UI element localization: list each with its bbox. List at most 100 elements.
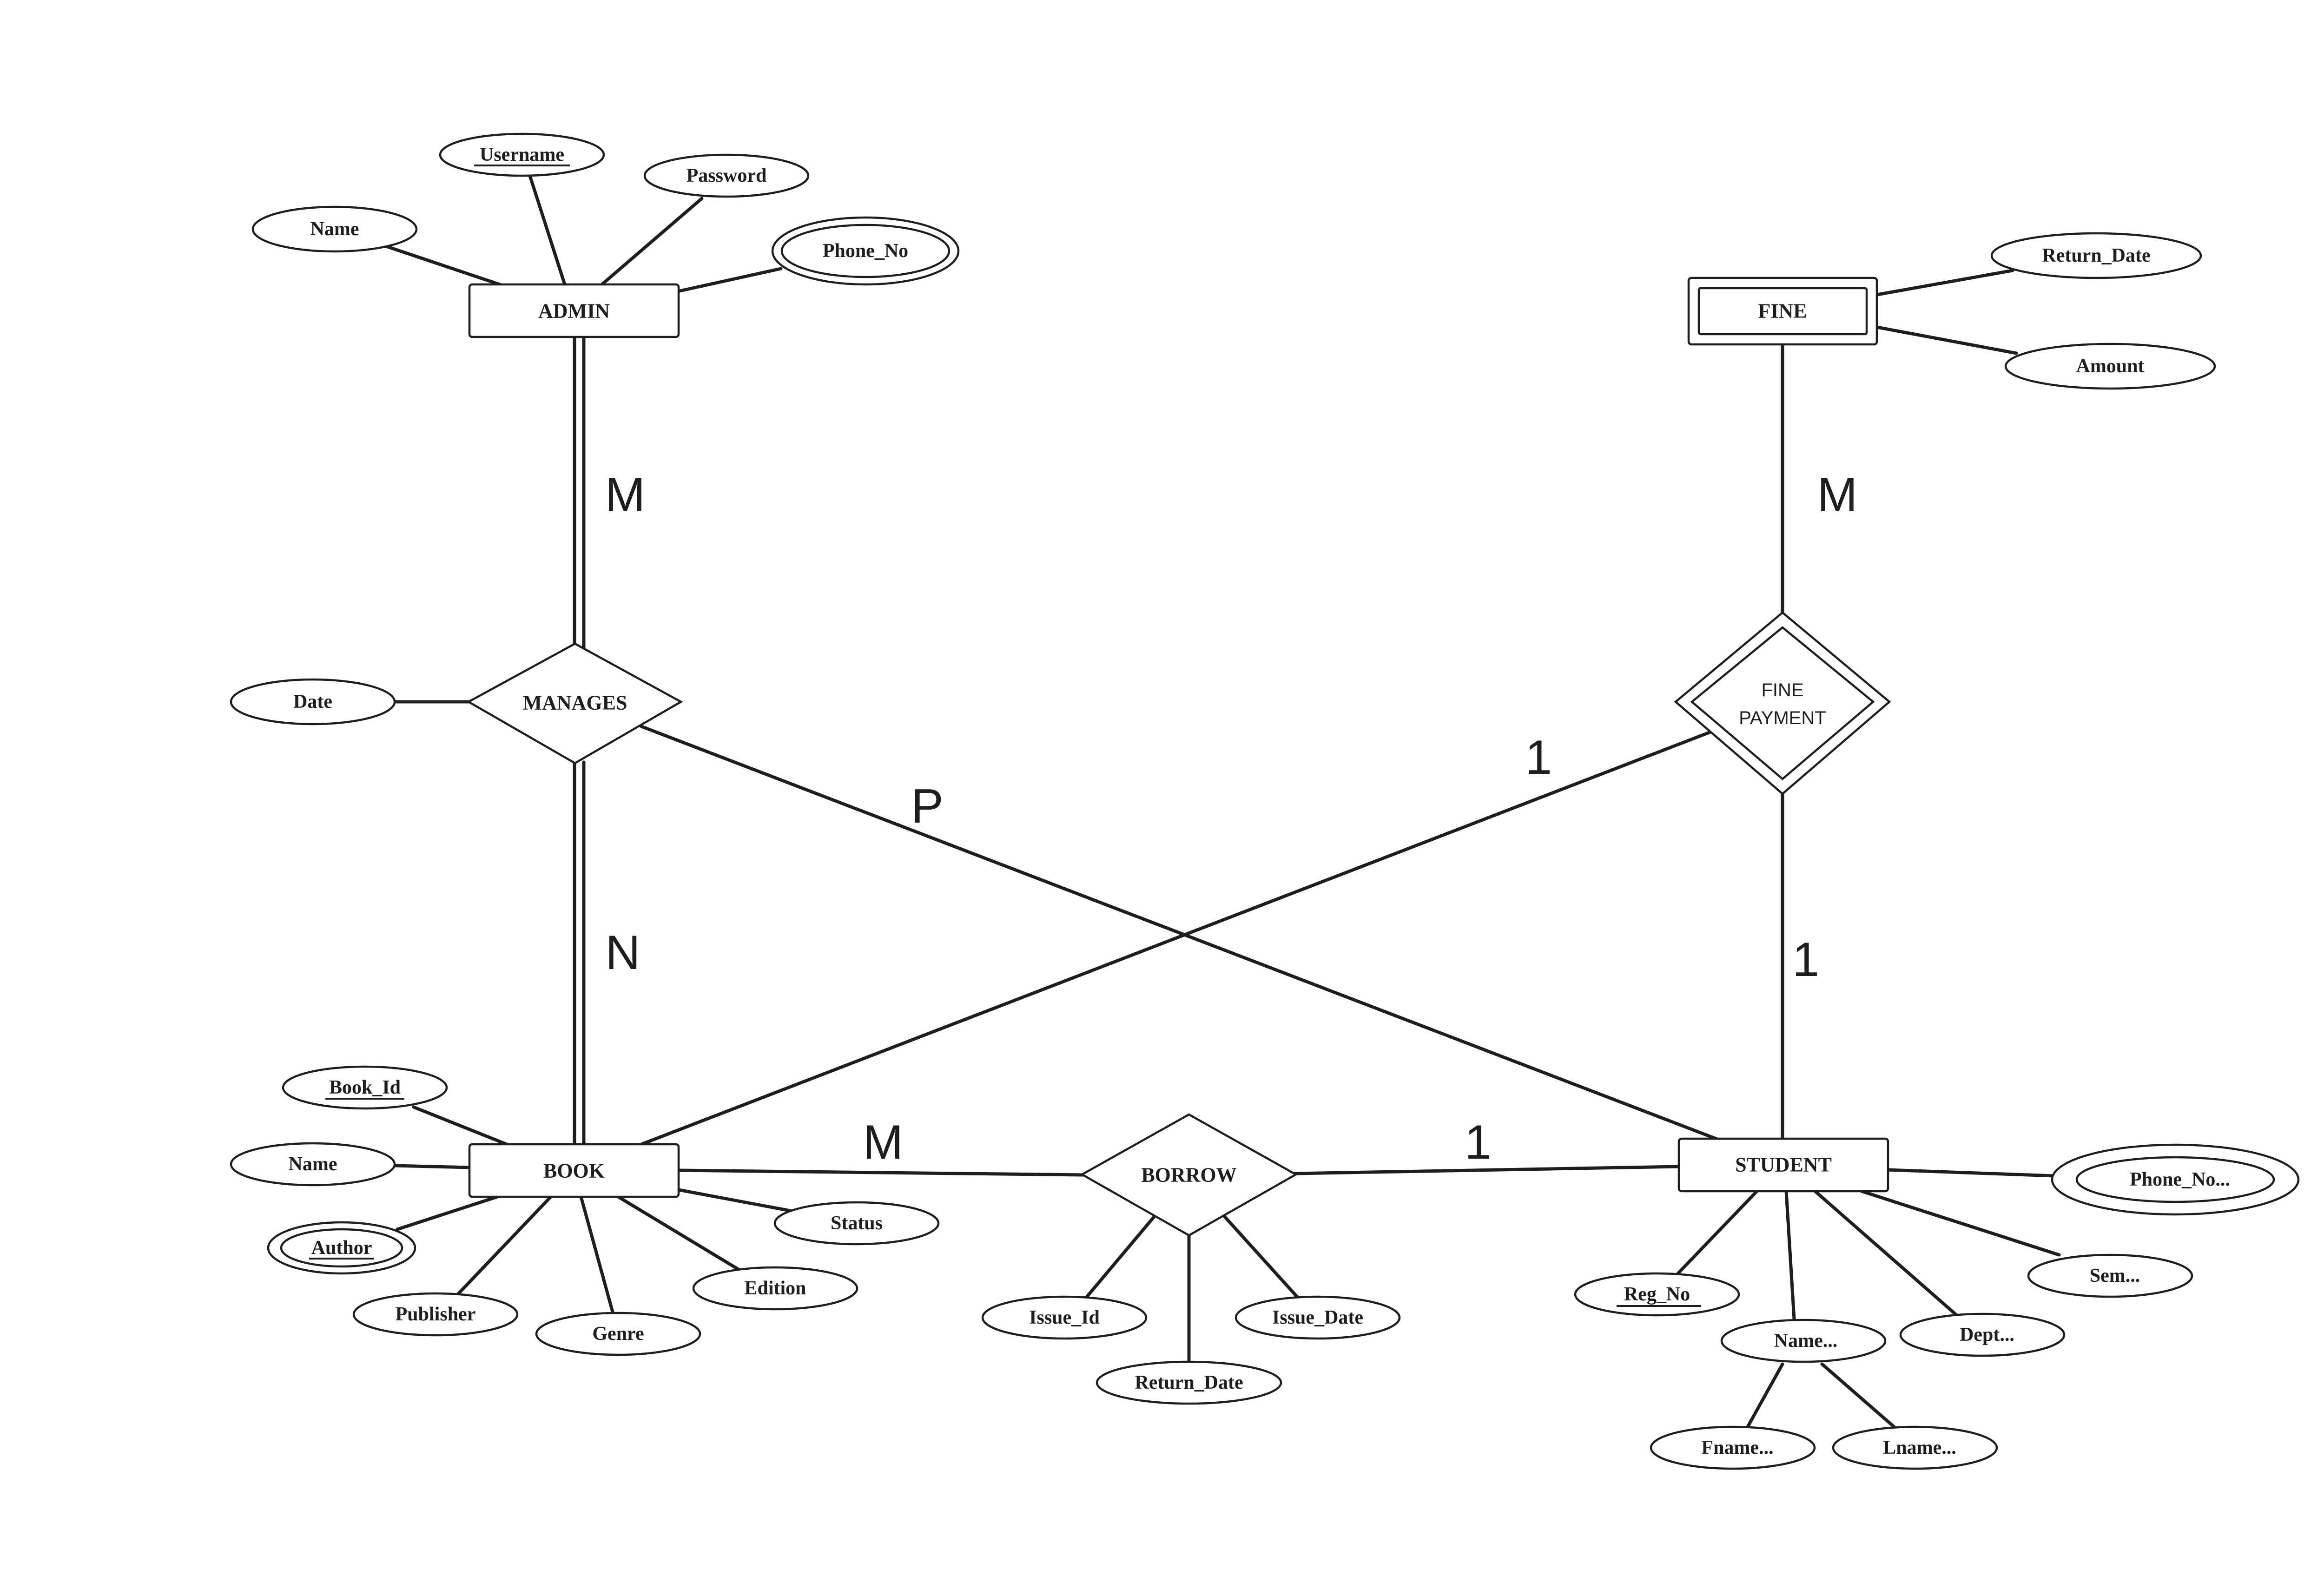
connector-name-fname <box>1746 1362 1784 1429</box>
attribute-manages-date-label: Date <box>293 691 332 712</box>
attribute-book-name[interactable]: Name <box>230 1142 396 1187</box>
cardinality-labels: M N P M 1 1 M 1 <box>605 468 1858 1169</box>
relationship-borrow-label: BORROW <box>1141 1164 1236 1187</box>
attribute-book-publisher[interactable]: Publisher <box>352 1292 519 1337</box>
connector-admin-username <box>528 174 567 286</box>
entity-student[interactable]: STUDENT <box>1677 1137 1889 1193</box>
connector-student-sem <box>1860 1189 2061 1257</box>
connector-finepayment-book <box>640 730 1712 1146</box>
entity-book[interactable]: BOOK <box>468 1143 680 1198</box>
attribute-student-phone-multivalued[interactable]: Phone_No... <box>2051 1143 2300 1216</box>
connector-book-id <box>412 1105 508 1146</box>
connector-admin-name <box>382 244 502 286</box>
attribute-book-status[interactable]: Status <box>773 1201 940 1246</box>
connector-fine-amount <box>1873 325 2018 355</box>
attribute-student-reg-no[interactable]: Reg_No <box>1574 1272 1740 1317</box>
connector-borrow-student <box>1293 1165 1680 1175</box>
cardinality-book-borrow: M <box>863 1115 904 1169</box>
attribute-fine-return-date-label: Return_Date <box>2042 245 2150 266</box>
connector-borrow-issue-date <box>1223 1215 1301 1301</box>
attribute-student-name-label: Name... <box>1774 1330 1837 1352</box>
attribute-fine-return-date[interactable]: Return_Date <box>1990 232 2202 279</box>
attribute-student-reg-no-label: Reg_No <box>1624 1284 1690 1305</box>
attribute-student-phone-label: Phone_No... <box>2130 1169 2230 1190</box>
connector-book-status <box>677 1188 792 1213</box>
attribute-borrow-issue-id-label: Issue_Id <box>1029 1307 1100 1328</box>
relationship-manages-label: MANAGES <box>523 692 627 714</box>
connector-book-publisher <box>454 1195 553 1299</box>
connector-borrow-issue-id <box>1081 1215 1156 1303</box>
attribute-student-sem-label: Sem... <box>2090 1265 2140 1286</box>
attribute-admin-username-label: Username <box>480 144 564 165</box>
connector-admin-phone <box>676 267 783 293</box>
attribute-fine-amount-label: Amount <box>2076 356 2144 377</box>
cardinality-student-finepayment: 1 <box>1792 933 1819 987</box>
entity-admin[interactable]: ADMIN <box>468 283 680 338</box>
attribute-student-sem[interactable]: Sem... <box>2027 1253 2193 1298</box>
attribute-student-fname-label: Fname... <box>1701 1437 1773 1458</box>
attribute-student-lname[interactable]: Lname... <box>1832 1425 1998 1470</box>
connector-name-lname <box>1820 1362 1896 1429</box>
attribute-admin-phone-multivalued[interactable]: Phone_No <box>771 216 960 286</box>
entity-fine-label: FINE <box>1758 300 1807 323</box>
attribute-admin-name-label: Name <box>310 218 359 240</box>
relationship-manages[interactable]: MANAGES <box>466 642 683 765</box>
attribute-admin-username[interactable]: Username <box>439 132 605 177</box>
entity-admin-label: ADMIN <box>538 300 610 323</box>
attribute-admin-password-label: Password <box>687 165 767 186</box>
attribute-book-id[interactable]: Book_Id <box>282 1065 448 1110</box>
connector-book-genre <box>579 1195 615 1317</box>
attribute-student-dept-label: Dept... <box>1960 1324 2014 1345</box>
connector-student-dept <box>1813 1189 1959 1317</box>
attribute-borrow-issue-id[interactable]: Issue_Id <box>981 1295 1148 1340</box>
relationship-borrow[interactable]: BORROW <box>1080 1113 1298 1237</box>
connector-admin-password <box>600 197 704 286</box>
relationship-fine-payment-label-line1: FINE <box>1761 680 1803 700</box>
attribute-admin-name[interactable]: Name <box>251 205 418 253</box>
attribute-book-author-multivalued[interactable]: Author <box>267 1221 416 1275</box>
connector-student-reg-no <box>1676 1189 1759 1275</box>
connector-manages-student <box>640 725 1724 1143</box>
attribute-borrow-return-date-label: Return_Date <box>1135 1372 1243 1393</box>
entity-fine[interactable]: FINE <box>1687 277 1878 346</box>
cardinality-book-manages: N <box>605 926 640 980</box>
attribute-manages-date[interactable]: Date <box>230 678 396 725</box>
attribute-admin-phone-label: Phone_No <box>823 240 908 262</box>
relationship-fine-payment[interactable]: FINE PAYMENT <box>1674 611 1891 795</box>
relationship-fine-payment-label-line2: PAYMENT <box>1739 708 1826 728</box>
attribute-borrow-issue-date[interactable]: Issue_Date <box>1235 1295 1401 1340</box>
attribute-book-genre-label: Genre <box>592 1323 644 1345</box>
connector-student-name <box>1784 1189 1796 1321</box>
connector-book-borrow <box>677 1168 1085 1177</box>
attribute-book-publisher-label: Publisher <box>396 1304 476 1325</box>
entity-book-label: BOOK <box>543 1160 605 1182</box>
attribute-student-dept[interactable]: Dept... <box>1899 1312 2066 1357</box>
cardinality-student-borrow: 1 <box>1465 1115 1492 1169</box>
cardinality-fine-finepayment: M <box>1817 468 1858 522</box>
attribute-fine-amount[interactable]: Amount <box>2004 343 2216 390</box>
cardinality-manages-student: P <box>911 779 943 833</box>
connector-fine-return-date <box>1873 269 2014 297</box>
cardinality-book-finepayment: 1 <box>1525 731 1552 785</box>
attribute-book-name-label: Name <box>289 1154 337 1175</box>
connector-student-phone <box>1885 1168 2056 1178</box>
attribute-book-id-label: Book_Id <box>329 1077 401 1098</box>
attribute-student-lname-label: Lname... <box>1883 1437 1956 1458</box>
attribute-book-genre[interactable]: Genre <box>535 1312 701 1356</box>
entity-student-label: STUDENT <box>1735 1154 1832 1176</box>
attribute-book-status-label: Status <box>831 1213 883 1234</box>
connector-book-name <box>393 1164 471 1169</box>
attribute-book-edition-label: Edition <box>744 1278 806 1299</box>
attribute-admin-password[interactable]: Password <box>643 153 810 198</box>
connector-lines <box>382 174 2061 1429</box>
cardinality-admin-manages: M <box>605 468 646 522</box>
connector-book-author <box>396 1195 499 1231</box>
connector-book-edition <box>616 1195 746 1274</box>
attribute-student-fname[interactable]: Fname... <box>1650 1425 1816 1470</box>
attribute-book-author-label: Author <box>311 1237 372 1259</box>
attribute-borrow-return-date[interactable]: Return_Date <box>1096 1360 1282 1405</box>
attribute-student-name-composite[interactable]: Name... <box>1720 1319 1887 1363</box>
attribute-book-edition[interactable]: Edition <box>692 1266 858 1311</box>
attribute-borrow-issue-date-label: Issue_Date <box>1272 1307 1363 1328</box>
